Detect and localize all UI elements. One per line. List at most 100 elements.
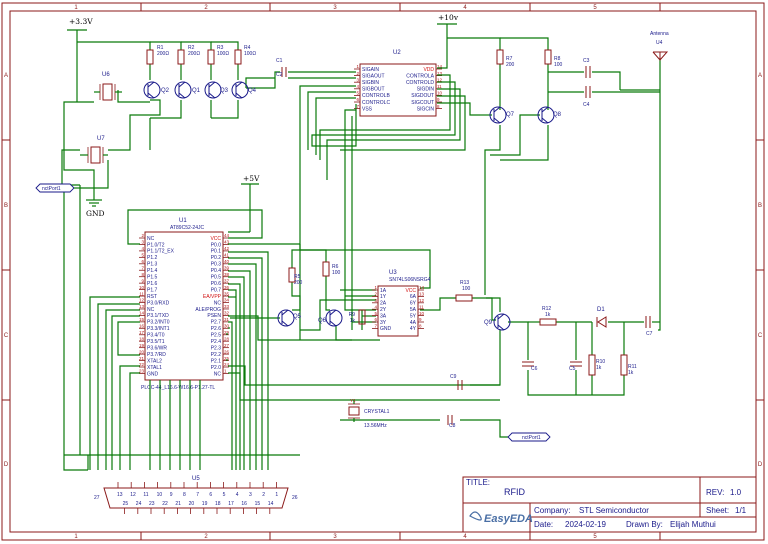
u1-pin-name: P2.7 (211, 320, 222, 326)
u1-pin-number: 36 (224, 285, 230, 290)
db25-pin-label: 15 (255, 501, 261, 507)
u3-pin-name: 5A (410, 307, 417, 313)
capacitor-c4: C4 (583, 86, 591, 108)
u1-pin-number: 37 (224, 278, 230, 283)
u3-pin-name: VCC (405, 288, 416, 294)
u1-pin-name: P1.5 (147, 275, 158, 281)
u1-pin-name: P0.7 (211, 287, 222, 293)
u3-pin-6: 63Y (372, 317, 387, 326)
db25-pin-label: 1 (275, 492, 278, 498)
u1-pin-5: 5P1.2 (139, 253, 158, 261)
u3-pin-name: 6Y (410, 301, 417, 307)
u2-pin-name: CONTROLA (406, 73, 434, 79)
svg-text:CRYSTAL1: CRYSTAL1 (364, 409, 390, 415)
db25-pin-15: 15 (255, 501, 261, 514)
u3-pin-name: 4A (410, 320, 417, 326)
u1-pin-number: 20 (139, 349, 145, 354)
u1-pin-name: P3.5/T1 (147, 339, 165, 345)
u1-pin-number: 19 (139, 343, 145, 348)
u1-pin-number: 35 (224, 291, 230, 296)
u1-pin-number: 15 (139, 317, 145, 322)
grid-row-c-right: C (758, 333, 763, 339)
capacitor-c6: C6 (522, 361, 538, 372)
transistor-q6: Q6 (318, 309, 343, 327)
crystal-y1: Y1 CRYSTAL1 13.56MHz (348, 398, 390, 429)
u1-pin-name: P1.7 (147, 287, 158, 293)
u1-pin-name: P1.1/T2_EX (147, 249, 175, 255)
svg-text:Drawn By:: Drawn By: (626, 520, 663, 529)
u1-pin-number: 14 (139, 311, 145, 316)
svg-text:26: 26 (292, 495, 298, 501)
u1-pin-name: P1.0/T2 (147, 242, 165, 248)
u1-pin-name: PSEN (207, 313, 221, 319)
wires-left (61, 41, 356, 471)
svg-text:R7: R7 (506, 56, 513, 62)
u1-pin-name: P3.6/WR (147, 345, 167, 351)
grid-col-4: 4 (463, 5, 467, 11)
u1-pin-number: 3 (141, 240, 144, 245)
u3-pin-number: 7 (374, 324, 377, 329)
svg-text:R8: R8 (554, 56, 561, 62)
svg-text:1k: 1k (628, 370, 634, 376)
svg-text:100Ω: 100Ω (244, 51, 256, 57)
svg-text:U7: U7 (97, 136, 105, 142)
u2-pin-number: 3 (356, 77, 359, 82)
svg-text:27: 27 (94, 495, 100, 501)
db25-pin-18: 18 (215, 501, 221, 514)
u3-pin-name: 3Y (380, 320, 387, 326)
u1-pin-name: GND (147, 371, 159, 377)
u1-pin-name: NC (214, 300, 222, 306)
u1-pin-number: 44 (224, 233, 230, 238)
u2-pin-number: 12 (437, 77, 443, 82)
u2-pin-number: 11 (437, 84, 442, 89)
ic-u3: U3 SN74LS06NSRG4 11A21Y32A42Y53A63Y7GND … (372, 270, 431, 337)
u1-pin-7: 7P1.4 (139, 265, 158, 274)
u1-pin-number: 34 (224, 298, 230, 303)
svg-text:1k: 1k (545, 312, 551, 318)
u2-pin-name: SIGDIN (417, 87, 435, 93)
grid-col-3-bottom: 3 (333, 534, 337, 540)
port-right: nctPort1 (507, 432, 551, 442)
db25-pin-label: 23 (149, 501, 155, 507)
grid-row-d-right: D (758, 462, 763, 468)
svg-text:Q3: Q3 (220, 88, 229, 94)
power-3v3: +3.3V (67, 17, 93, 42)
svg-text:SN74LS06NSRG4: SN74LS06NSRG4 (389, 277, 431, 283)
u3-pin-number: 5 (374, 311, 377, 316)
u1-pin-number: 40 (224, 259, 230, 264)
u2-pin-name: SIGCIN (417, 106, 435, 112)
svg-text:U2: U2 (393, 50, 401, 56)
u3-pin-number: 12 (419, 298, 425, 303)
svg-text:nctPort1: nctPort1 (42, 186, 61, 192)
db25-pin-label: 10 (157, 492, 163, 498)
db25-pin-label: 9 (170, 492, 173, 498)
svg-text:100: 100 (332, 270, 341, 276)
svg-text:200Ω: 200Ω (188, 51, 200, 57)
db25-pin-label: 6 (209, 492, 212, 498)
u1-pin-name: P1.4 (147, 268, 158, 274)
svg-text:1.0: 1.0 (730, 488, 742, 497)
svg-text:GND: GND (86, 209, 105, 218)
svg-text:R4: R4 (244, 45, 251, 51)
u1-pin-name: P2.5 (211, 333, 222, 339)
u2-pin-name: SIGDOUT (411, 93, 434, 99)
